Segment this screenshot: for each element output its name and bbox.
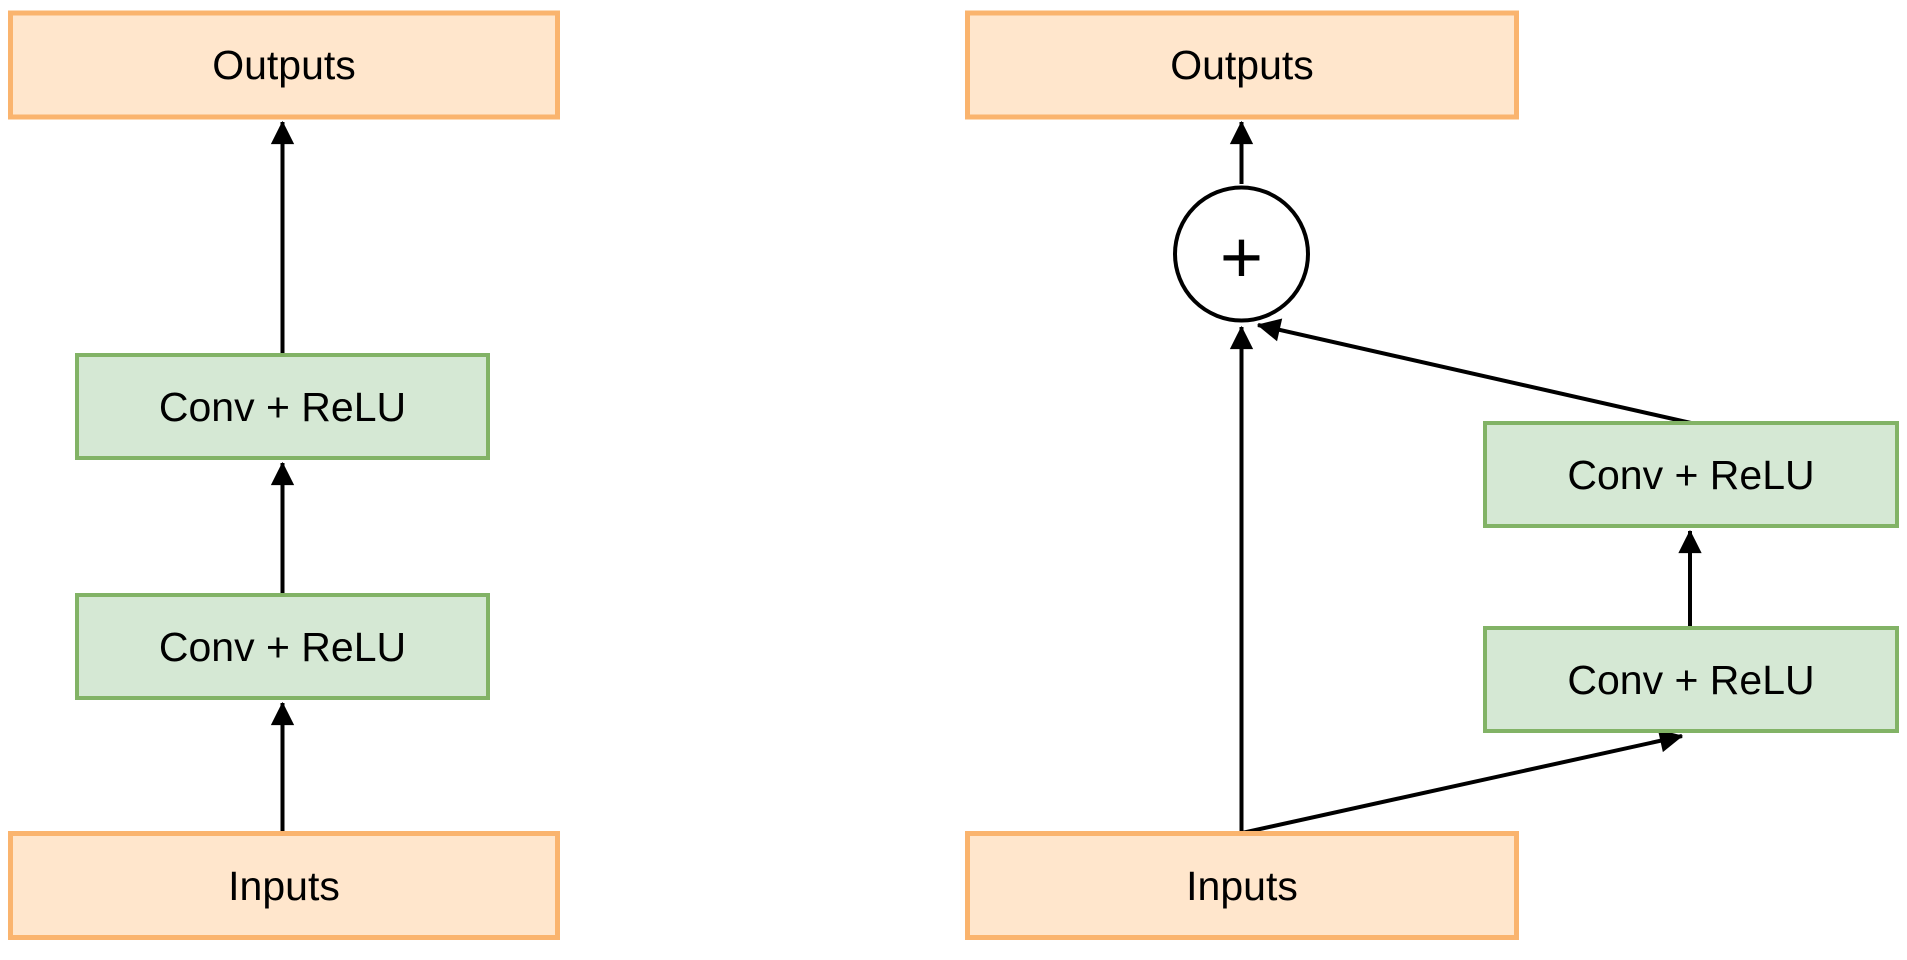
residual-outputs-box xyxy=(965,10,1519,120)
residual-conv-block-upper-label: Conv + ReLU xyxy=(1567,452,1814,498)
residual-conv-block-lower-label: Conv + ReLU xyxy=(1567,657,1814,703)
arrow-conv-upper-to-sum xyxy=(1256,318,1692,425)
residual-outputs-label: Outputs xyxy=(1170,42,1314,88)
residual-inputs-box xyxy=(965,831,1519,940)
arrow-inputs-to-conv-lower xyxy=(1241,729,1684,835)
plain-conv-block-lower xyxy=(75,593,490,700)
plain-outputs-box xyxy=(8,10,560,120)
residual-network-group: Outputs + Conv + ReLU Conv + ReLU Inputs xyxy=(965,10,1899,940)
residual-inputs-label: Inputs xyxy=(1186,863,1298,909)
plain-inputs-box xyxy=(8,831,560,940)
sum-node-plus-label: + xyxy=(1220,216,1263,299)
plain-conv-block-lower-label: Conv + ReLU xyxy=(159,624,406,670)
plain-conv-block-upper xyxy=(75,353,490,460)
residual-conv-block-upper xyxy=(1483,421,1899,528)
sum-node-circle xyxy=(1173,185,1310,323)
plain-outputs-label: Outputs xyxy=(212,42,356,88)
plain-conv-block-upper-label: Conv + ReLU xyxy=(159,384,406,430)
plain-network-group: Outputs Conv + ReLU Conv + ReLU Inputs xyxy=(8,10,560,940)
residual-conv-block-lower xyxy=(1483,626,1899,733)
plain-inputs-label: Inputs xyxy=(228,863,340,909)
